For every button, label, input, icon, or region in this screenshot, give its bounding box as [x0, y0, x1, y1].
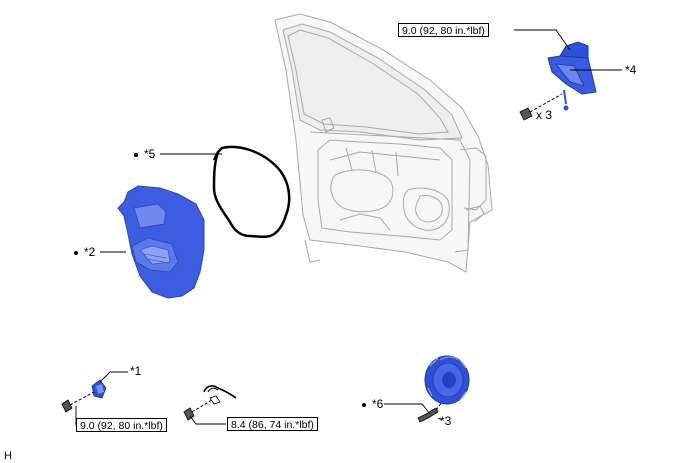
- torque-spec-clamp: 8.4 (86, 74 in.*lbf): [227, 417, 318, 431]
- wire-clamp: [203, 385, 237, 405]
- callout-3: *3: [440, 414, 452, 428]
- torque-spec-mirror: 9.0 (92, 80 in.*lbf): [398, 23, 489, 37]
- callout-1: *1: [130, 364, 142, 378]
- door-service-hole-cover: [117, 185, 205, 299]
- callout-4: *4: [625, 63, 637, 77]
- speaker-screw: [417, 401, 443, 423]
- mirror-bolt: [519, 93, 563, 121]
- door-panel: [274, 13, 493, 273]
- leader-lines: [75, 29, 622, 426]
- bracket-bolt: [61, 391, 95, 413]
- door-hole-cover-seal: [212, 145, 291, 239]
- quantity-label: x 3: [536, 108, 553, 122]
- callout-2: *2: [74, 245, 95, 259]
- callout-5: *5: [134, 147, 155, 161]
- bullet-dot: [362, 402, 366, 407]
- front-door-speaker: [424, 355, 470, 405]
- bullet-dot: [134, 152, 138, 157]
- bullet-dot: [74, 250, 78, 255]
- clamp-bolt: [183, 399, 213, 421]
- corner-code: H: [4, 450, 12, 462]
- bracket-part: [91, 379, 107, 399]
- torque-spec-bracket: 9.0 (92, 80 in.*lbf): [76, 418, 167, 432]
- callout-6: *6: [362, 397, 383, 411]
- outer-mirror-assembly: [547, 41, 597, 111]
